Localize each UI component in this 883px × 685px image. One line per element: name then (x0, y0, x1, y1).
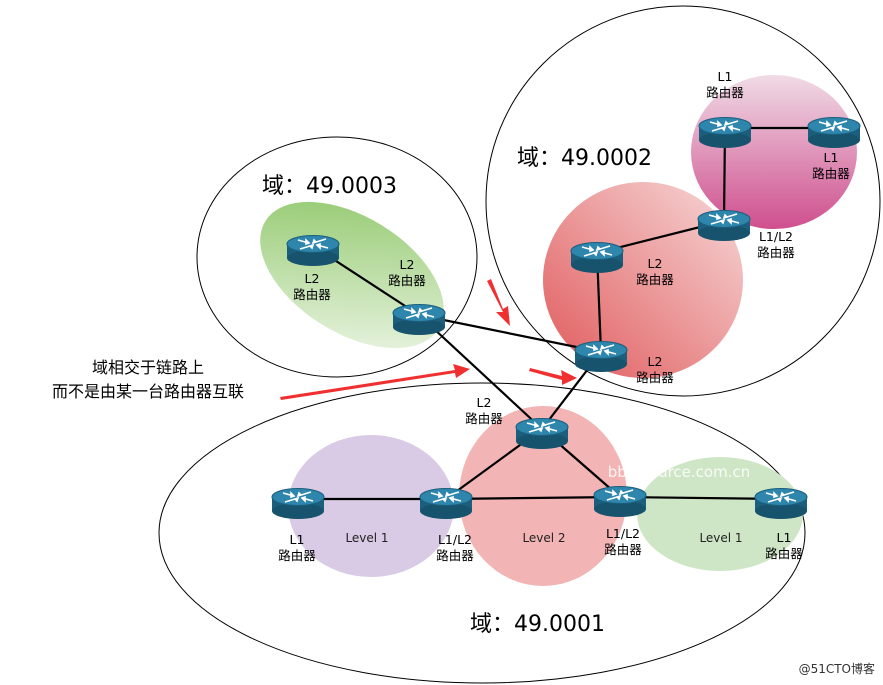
router-label: 路由器 (636, 272, 674, 287)
watermark-line-1: 润沐风 (667, 432, 712, 450)
router-label: 路由器 (636, 370, 674, 385)
arrow-right (529, 368, 577, 385)
level-label-left: Level 1 (345, 531, 388, 545)
domain-title-49-0002: 域：49.0002 (517, 146, 652, 171)
level-label-middle: Level 2 (522, 531, 565, 545)
area-red-49-0002 (543, 182, 743, 378)
router-label: L2 (400, 257, 415, 272)
router-label: L1 (290, 532, 305, 547)
router-label: L1/L2 (438, 532, 472, 547)
router-label: L2 (477, 395, 492, 410)
router-icon (515, 417, 569, 450)
router-icon (697, 209, 751, 242)
annotation-line-2: 而不是由某一台路由器互联 (52, 382, 244, 401)
router-label: L1 (777, 530, 792, 545)
arrows (280, 279, 577, 400)
domain-title-49-0003: 域：49.0003 (262, 174, 397, 199)
annotation-line-1: 域相交于链路上 (92, 358, 204, 377)
router-label: 路由器 (278, 548, 316, 563)
router-label: 路由器 (465, 411, 503, 426)
site-credit: @51CTO博客 (799, 661, 875, 676)
domain-49-0002-boundary (485, 5, 881, 397)
area-pink-49-0002 (691, 75, 857, 229)
area-green-49-0003 (260, 201, 444, 349)
router-icon (570, 241, 624, 274)
router-icon (392, 303, 446, 336)
router-label: L2 (648, 256, 663, 271)
router-icon (271, 487, 325, 520)
router-label: 路由器 (706, 85, 744, 100)
router-label: 路由器 (757, 245, 795, 260)
link-r1c-r1d (445, 495, 621, 501)
domain-title-49-0001: 域：49.0001 (470, 612, 605, 637)
router-icon (698, 116, 752, 149)
router-label: L1 (718, 69, 733, 84)
router-icon (574, 340, 628, 373)
router-label: L1/L2 (759, 229, 793, 244)
router-icon (754, 487, 808, 520)
router-icon (807, 116, 861, 149)
watermark-line-2: bb...source.com.cn (608, 463, 751, 481)
domain-49-0001-boundary (158, 382, 806, 684)
area-level2 (459, 406, 627, 586)
router-label: L1 (824, 150, 839, 165)
router-label: 路由器 (812, 166, 850, 181)
link-r3b-r2e (418, 313, 602, 354)
router-label: L2 (648, 354, 663, 369)
area-level1-right (637, 457, 803, 571)
link-r1d-r1e (619, 495, 782, 501)
domain-49-0003-boundary (196, 136, 478, 378)
router-label: 路由器 (388, 273, 426, 288)
router-icon (286, 234, 340, 267)
router-label: L1/L2 (606, 526, 640, 541)
router-label: 路由器 (293, 287, 331, 302)
arrow-annotation (280, 364, 470, 400)
arrow-top (487, 279, 510, 326)
router-label: 路由器 (765, 546, 803, 561)
router-label: L2 (305, 271, 320, 286)
router-icon (593, 485, 647, 518)
router-icon (419, 487, 473, 520)
area-level1-left (288, 435, 454, 577)
router-label: 路由器 (604, 542, 642, 557)
router-labels: L2 路由器 L2 路由器 L1 路由器 L1 路由器 L1/L2 路由器 L2… (278, 69, 850, 563)
router-label: 路由器 (436, 548, 474, 563)
level-label-right: Level 1 (699, 531, 742, 545)
link-r3b-r1a (418, 314, 543, 430)
